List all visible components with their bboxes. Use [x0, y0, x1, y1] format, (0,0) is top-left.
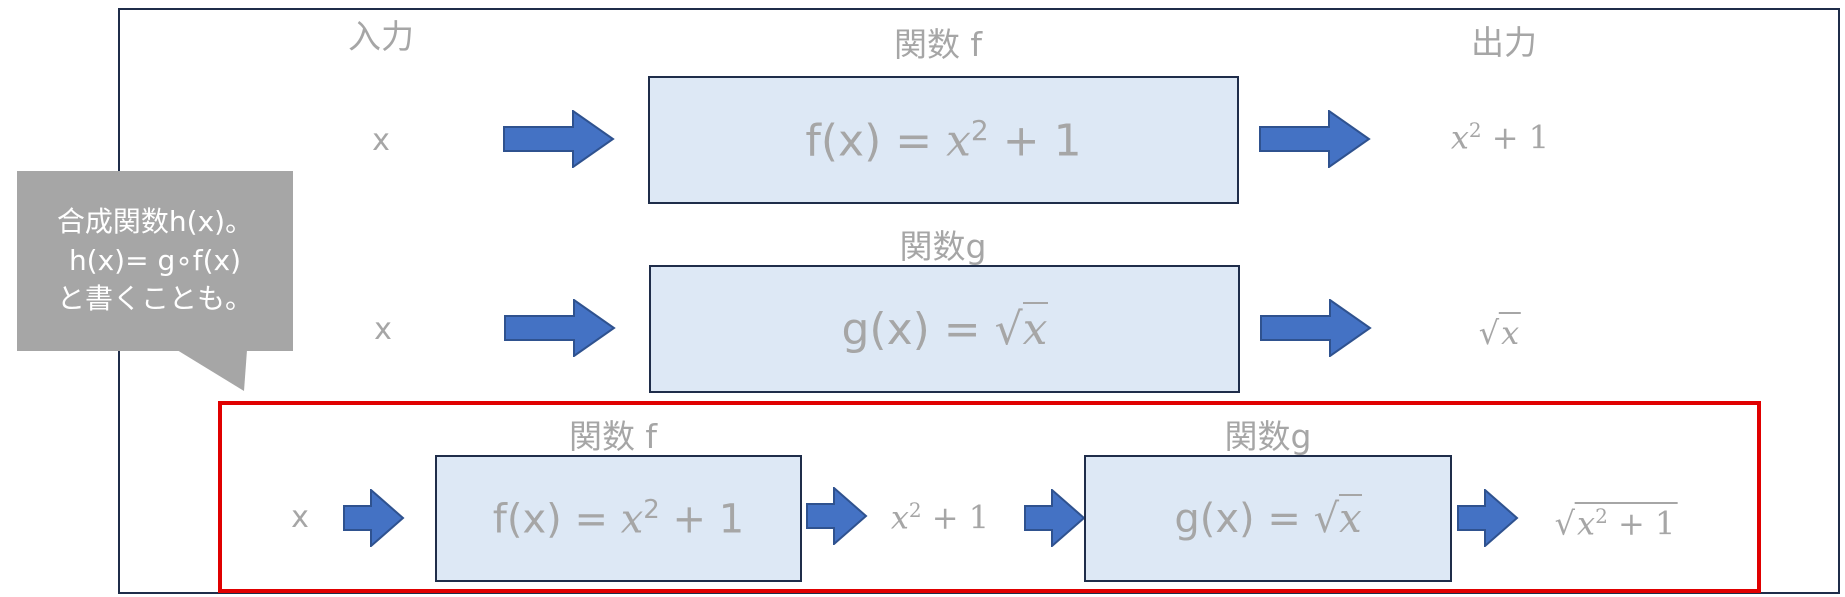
row2-output: √x [1478, 312, 1522, 352]
input-header: 入力 [348, 17, 414, 56]
function-f-box: f(x) = x2 + 1 [648, 76, 1239, 204]
row1-output: x2 + 1 [1450, 118, 1550, 157]
row1-arrow-in [503, 110, 615, 168]
callout-line-2: h(x)= g∘f(x) [68, 243, 242, 277]
composite-function-g-box: g(x) = √x [1084, 455, 1452, 582]
row2-arrow-in [504, 299, 616, 357]
composite-input: x [291, 500, 309, 535]
function-g-header: 関数g [899, 227, 987, 266]
composite-highlight-frame [218, 401, 1761, 593]
composite-function-g-formula: g(x) = √x [1174, 493, 1362, 542]
row1-arrow-out [1259, 110, 1371, 168]
composite-arrow-4 [1457, 489, 1519, 547]
function-f-header: 関数 f [893, 25, 983, 64]
composite-function-f-label: 関数 f [568, 417, 658, 456]
composite-output: √x2 + 1 [1554, 502, 1678, 543]
row2-arrow-out [1260, 299, 1372, 357]
callout-bubble [17, 171, 293, 391]
composite-function-g-label: 関数g [1224, 417, 1312, 456]
composite-arrow-1 [343, 489, 405, 547]
callout-text: 合成関数h(x)。 h(x)= g∘f(x) と書くことも。 [17, 171, 293, 351]
composite-function-f-formula: f(x) = x2 + 1 [492, 494, 745, 543]
row1-input: x [372, 123, 390, 158]
row2-input: x [374, 312, 392, 347]
composite-output-radicand: x2 + 1 [1575, 502, 1678, 543]
function-g-formula: g(x) = √x [841, 301, 1048, 355]
composite-arrow-2 [806, 487, 868, 545]
composite-function-f-box: f(x) = x2 + 1 [435, 455, 802, 582]
callout-line-1: 合成関数h(x)。 [56, 205, 254, 239]
callout-line-3: と書くことも。 [56, 282, 253, 316]
composite-arrow-3 [1024, 489, 1086, 547]
output-header: 出力 [1471, 23, 1537, 62]
function-f-formula: f(x) = x2 + 1 [805, 113, 1082, 167]
function-g-box: g(x) = √x [649, 265, 1240, 393]
composite-intermediate: x2 + 1 [890, 498, 990, 537]
